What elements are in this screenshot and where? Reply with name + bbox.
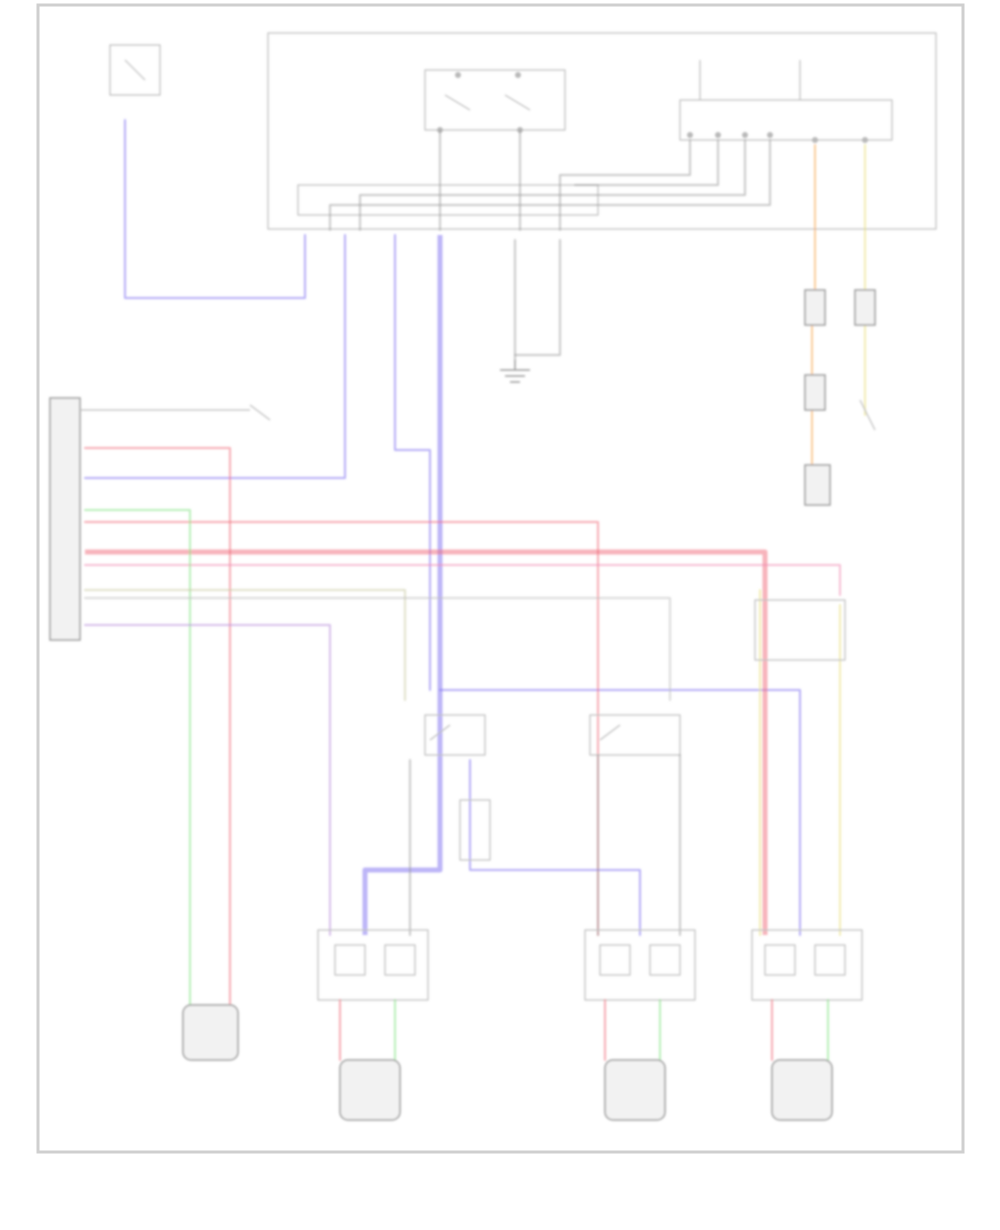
inner-box-left: [297, 184, 599, 216]
left-connector: [49, 397, 81, 641]
switch-unit-left: [317, 929, 429, 1001]
relay-group: [437, 72, 531, 133]
motor-a: [339, 1059, 401, 1121]
right-connector: [754, 599, 846, 661]
module-pins: [687, 60, 868, 143]
relay-box: [424, 69, 566, 131]
motor-left-front: [182, 1004, 239, 1061]
motor-b: [604, 1059, 666, 1121]
middle-relay: [424, 714, 681, 756]
middle-sensor: [459, 799, 491, 861]
diagram-frame: [36, 3, 965, 1154]
switch-unit-right: [751, 929, 863, 1001]
motor-c: [771, 1059, 833, 1121]
sensor-stack: [804, 289, 876, 506]
control-unit-box: [267, 32, 937, 230]
switch-unit-middle: [584, 929, 696, 1001]
ground-symbol: [500, 360, 530, 383]
module-box: [679, 99, 893, 141]
top-left-switch: [109, 44, 161, 96]
